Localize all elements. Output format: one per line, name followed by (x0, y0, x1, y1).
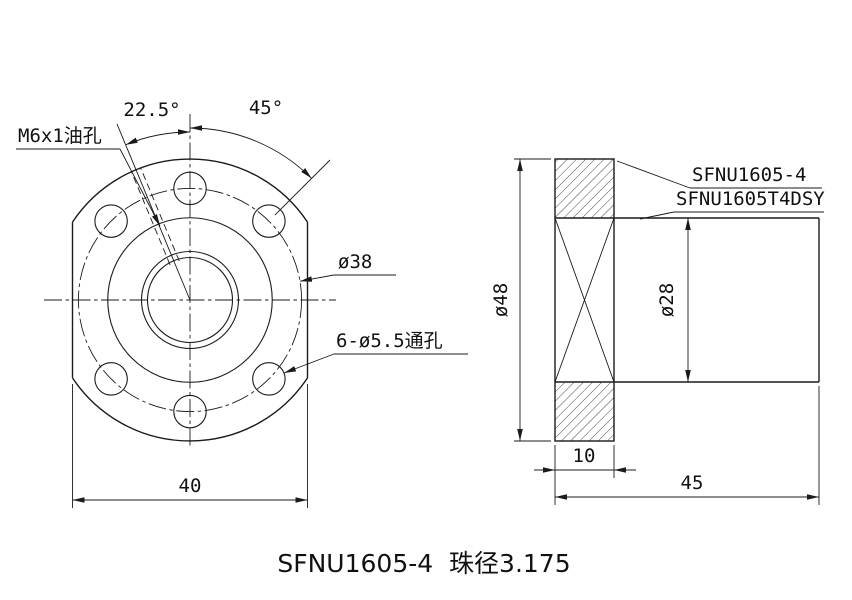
nut-body-circle (107, 217, 273, 383)
angle-45-label: 45° (249, 97, 283, 119)
oil-hole-hidden-line-1 (140, 167, 180, 262)
oil-hole-axis-line (116, 123, 191, 301)
oil-hole-hidden-line-2 (130, 171, 171, 266)
oil-hole-leader (119, 148, 161, 227)
dim-45-value: 45 (681, 472, 704, 494)
through-holes-leader (283, 353, 335, 374)
dim-48-value: ø48 (490, 283, 512, 317)
section-cross-line-2 (554, 217, 615, 383)
bolt-circle-centerline (77, 187, 303, 413)
bolt-hole-upper-right (252, 204, 286, 238)
model-label-leader (639, 211, 675, 220)
angle-45-arc (189, 125, 312, 179)
flange-hatch-bottom (555, 382, 614, 441)
bolt-holes (94, 171, 286, 429)
bolt-hole-upper-left (94, 204, 128, 238)
angle-22-5-label: 22.5° (123, 99, 180, 121)
bolt-circle-dia-leader (299, 274, 335, 282)
bolt-circle-dia-label: ø38 (338, 251, 372, 273)
caption: SFNU1605-4 珠径3.175 (277, 549, 570, 578)
side-view: ø48 ø28 10 45 SFNU1605-4 SFNU1605T4DSY (490, 158, 825, 505)
series-label-leader (616, 160, 691, 189)
flange-outline-bottom-arc (71, 377, 309, 442)
dim-28-value: ø28 (656, 283, 678, 317)
through-holes-label: 6-ø5.5通孔 (336, 330, 443, 352)
flange-hatch-top (555, 159, 614, 218)
bolt-hole-lower-left (94, 362, 128, 396)
model-label: SFNU1605T4DSY (676, 188, 825, 210)
flange-section-outline (554, 158, 615, 442)
angle-45-reference-line (274, 159, 331, 216)
bolt-hole-lower-right (252, 362, 286, 396)
front-view: 22.5° 45° M6x1油孔 ø38 6-ø5.5通孔 40 (16, 97, 468, 508)
oil-hole-label: M6x1油孔 (18, 125, 102, 147)
dim-40-value: 40 (179, 475, 202, 497)
bore-outer-circle (140, 250, 240, 350)
series-label: SFNU1605-4 (692, 164, 806, 186)
bolt-hole-bottom (173, 394, 207, 429)
dim-10-value: 10 (573, 445, 596, 467)
bore-inner-circle (146, 256, 234, 344)
angle-22-5-arc (125, 129, 191, 146)
